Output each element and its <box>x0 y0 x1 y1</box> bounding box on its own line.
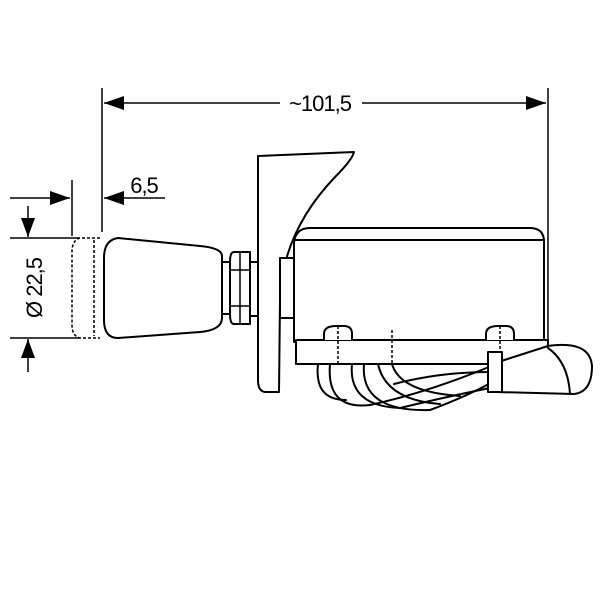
cable-sheath <box>491 344 593 395</box>
knob-pulled-outline <box>71 237 100 339</box>
shaft-sleeve <box>279 257 295 319</box>
arrowhead-left <box>104 96 124 110</box>
dimension-flange-offset: 6,5 <box>10 173 165 236</box>
arrowhead-offset-right <box>104 191 124 205</box>
dimension-label-overall-length: ~101,5 <box>289 91 352 116</box>
shaft-assembly <box>221 251 261 325</box>
switch-body <box>293 227 549 365</box>
dimension-label-offset: 6,5 <box>130 173 158 198</box>
wire-bundle <box>316 363 497 412</box>
arrowhead-right <box>526 96 546 110</box>
dimension-label-diameter: Ø 22,5 <box>22 257 47 318</box>
switch-housing <box>293 227 545 343</box>
wire-3 <box>350 363 401 409</box>
wire-10 <box>369 363 497 406</box>
dimension-knob-diameter: Ø 22,5 <box>10 206 80 372</box>
cable-clamp <box>487 351 503 393</box>
push-pull-knob <box>103 237 223 339</box>
wire-5 <box>377 363 441 405</box>
wire-7 <box>399 387 491 409</box>
arrowhead-diameter-top <box>21 218 35 237</box>
dimension-overall-length: ~101,5 <box>101 88 549 345</box>
wire-1 <box>316 363 347 401</box>
arrowhead-offset-left <box>50 191 70 205</box>
cable-end-edge <box>547 347 571 395</box>
wire-6 <box>391 363 461 397</box>
wire-4 <box>362 363 431 412</box>
arrowhead-diameter-bottom <box>21 339 35 358</box>
wire-9 <box>393 371 491 385</box>
wire-2 <box>328 363 371 407</box>
knob-dashed-outline <box>71 237 100 339</box>
mounting-bracket <box>257 151 355 393</box>
